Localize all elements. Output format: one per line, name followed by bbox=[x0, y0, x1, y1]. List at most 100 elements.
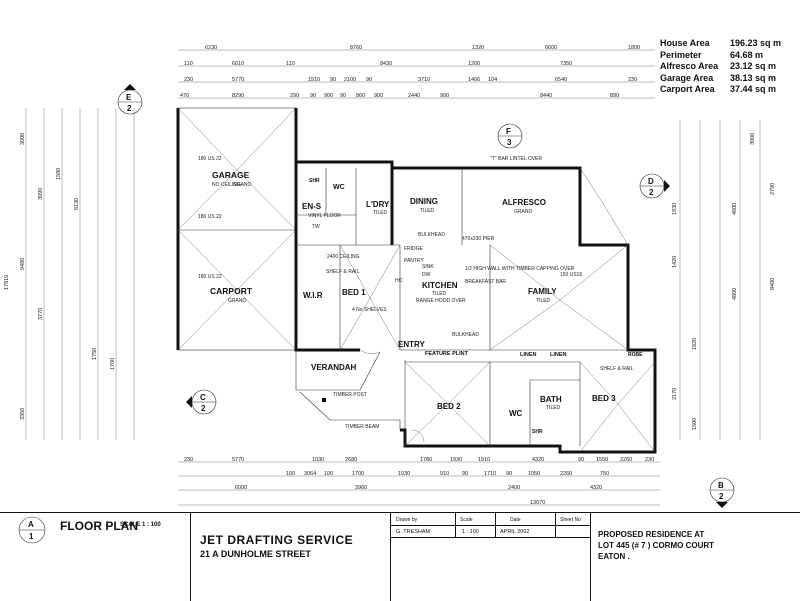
garage-note: NO CEILING bbox=[212, 182, 241, 188]
date-value: APRIL 2002 bbox=[500, 529, 530, 535]
dim: 90 bbox=[340, 93, 346, 99]
section-marker-c: C 2 bbox=[186, 389, 217, 415]
marker-number: 2 bbox=[649, 188, 654, 197]
dim: 3990 bbox=[38, 188, 44, 200]
header-drawn-by: Drawn by bbox=[396, 517, 418, 523]
title-block: FLOOR PLAN SCALE 1 : 100 JET DRAFTING SE… bbox=[0, 512, 800, 601]
drawing-title: FLOOR PLAN bbox=[60, 519, 138, 533]
dim: 1466 bbox=[468, 77, 480, 83]
lintel-note: 150 US16 bbox=[560, 272, 582, 278]
room-label-dining: DINING bbox=[410, 197, 438, 206]
project-description: PROPOSED RESIDENCE AT LOT 445 (# 7 ) COR… bbox=[598, 529, 714, 562]
dim: 100 bbox=[324, 471, 333, 477]
ens-floor: VINYL FLOOR bbox=[308, 213, 341, 219]
dim: 900 bbox=[440, 93, 449, 99]
section-marker-f: F 3 bbox=[497, 123, 523, 149]
shr-label: SHR bbox=[532, 429, 543, 435]
dim: 5770 bbox=[232, 457, 244, 463]
room-label-shr: SHR bbox=[309, 178, 320, 184]
dim: 1580 bbox=[56, 168, 62, 180]
bulkhead-note: BULKHEAD bbox=[452, 332, 479, 338]
dim: 1930 bbox=[398, 471, 410, 477]
marker-letter: C bbox=[200, 393, 206, 402]
drawing-marker-a: A 1 bbox=[18, 516, 46, 544]
room-label-carport: CARPORT bbox=[210, 286, 253, 296]
project-line: PROPOSED RESIDENCE AT bbox=[598, 530, 705, 539]
dim: 4800 bbox=[732, 288, 738, 300]
room-label-wc2: WC bbox=[509, 409, 523, 418]
dim: 1550 bbox=[596, 457, 608, 463]
room-label-wc: WC bbox=[333, 184, 345, 191]
marker-number: 3 bbox=[507, 138, 512, 147]
section-marker-d: D 2 bbox=[639, 173, 670, 199]
dim: 3710 bbox=[418, 77, 430, 83]
marker-letter: B bbox=[718, 481, 724, 490]
lintel-note: 180 US 22 bbox=[198, 274, 222, 280]
dim: 90 bbox=[330, 77, 336, 83]
dim: 17810 bbox=[4, 275, 10, 290]
dim: 13070 bbox=[530, 500, 545, 506]
dim: 3770 bbox=[38, 308, 44, 320]
dim: 230 bbox=[645, 457, 654, 463]
dim: 4800 bbox=[732, 203, 738, 215]
section-marker-e: E 2 bbox=[117, 84, 143, 115]
dim: 910 bbox=[440, 471, 449, 477]
drawn-by-value: G. TRESHAM bbox=[396, 529, 431, 535]
room-label-verandah: VERANDAH bbox=[311, 363, 357, 372]
garage-floor: GRANO bbox=[233, 182, 251, 188]
dim: 1510 bbox=[308, 77, 320, 83]
dim: 4320 bbox=[532, 457, 544, 463]
carport-floor: GRANO bbox=[228, 298, 246, 304]
dim: 290 bbox=[290, 93, 299, 99]
company-name: JET DRAFTING SERVICE bbox=[200, 533, 354, 547]
house-walls bbox=[294, 108, 657, 454]
dim: 1800 bbox=[628, 45, 640, 51]
dim: 750 bbox=[600, 471, 609, 477]
dim: 3350 bbox=[20, 408, 26, 420]
area-name: Carport Area bbox=[660, 84, 715, 94]
dim: 1820 bbox=[692, 338, 698, 350]
dim: 6600 bbox=[545, 45, 557, 51]
dim: 2170 bbox=[672, 388, 678, 400]
dim: 7350 bbox=[560, 61, 572, 67]
area-name: House Area bbox=[660, 38, 710, 48]
dim: 2400 bbox=[508, 485, 520, 491]
dim: 1200 bbox=[468, 61, 480, 67]
dim: 1320 bbox=[472, 45, 484, 51]
marker-number: 2 bbox=[127, 104, 132, 113]
marker-number: 1 bbox=[29, 532, 34, 541]
area-value: 37.44 sq m bbox=[730, 84, 777, 94]
room-label-kitchen: KITCHEN bbox=[422, 281, 458, 290]
room-label-bath: BATH bbox=[540, 395, 562, 404]
dim: 90 bbox=[310, 93, 316, 99]
laundry-floor: TILED bbox=[373, 210, 388, 216]
company-address: 21 A DUNHOLME STREET bbox=[200, 549, 311, 559]
lintel-note: 180 US 22 bbox=[198, 214, 222, 220]
ceiling-note: 2400 CEILING bbox=[327, 254, 360, 260]
room-label-entry: ENTRY bbox=[398, 340, 425, 349]
alfresco-floor: GRANO bbox=[514, 209, 532, 215]
room-labels: EN-S VINYL FLOOR SHR WC L'DRY TILED DINI… bbox=[302, 178, 643, 435]
fridge-note: FRIDGE bbox=[404, 246, 424, 252]
timber-beam-note: TIMBER BEAM bbox=[345, 424, 379, 430]
dim: 3960 bbox=[355, 485, 367, 491]
dim: 8440 bbox=[540, 93, 552, 99]
drawing-scale: SCALE 1 : 100 bbox=[120, 522, 161, 528]
marker-number: 2 bbox=[719, 492, 724, 501]
area-name: Alfresco Area bbox=[660, 61, 719, 71]
dim: 230 bbox=[184, 457, 193, 463]
room-label-bed2: BED 2 bbox=[437, 402, 461, 411]
sink-note: SINK bbox=[422, 264, 434, 270]
dim: 2440 bbox=[408, 93, 420, 99]
kitchen-floor: TILED bbox=[432, 291, 447, 297]
dim: 8430 bbox=[380, 61, 392, 67]
feature-plint-label: FEATURE PLINT bbox=[425, 351, 469, 357]
dim: 90 bbox=[578, 457, 584, 463]
dim: 1700 bbox=[352, 471, 364, 477]
dim: 900 bbox=[324, 93, 333, 99]
